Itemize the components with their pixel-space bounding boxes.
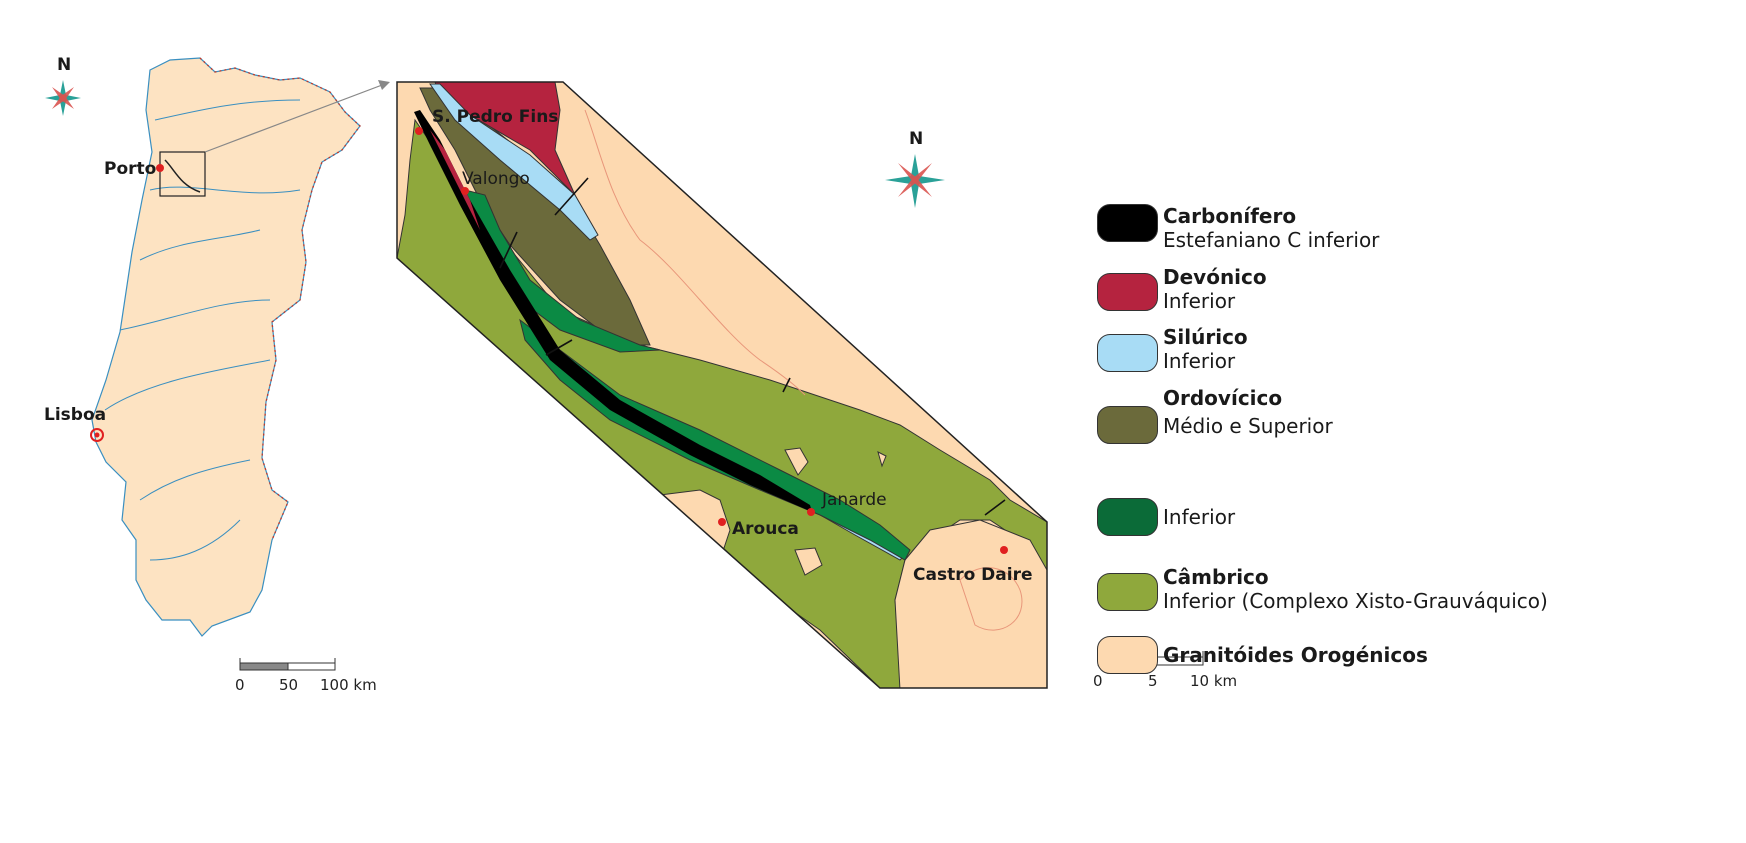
legend-sub: Inferior — [1163, 289, 1236, 313]
portugal-overview-map: Porto Lisboa N 0 50 100 km — [44, 55, 390, 694]
svg-text:50: 50 — [279, 676, 298, 694]
legend-swatch — [1097, 406, 1158, 444]
svg-text:5: 5 — [1148, 672, 1158, 690]
city-label-lisboa: Lisboa — [44, 405, 106, 425]
legend-swatch — [1097, 573, 1158, 611]
svg-text:100 km: 100 km — [320, 676, 377, 694]
legend-swatch — [1097, 204, 1158, 242]
svg-text:0: 0 — [235, 676, 245, 694]
scale-bar-overview: 0 50 100 km — [235, 658, 377, 694]
legend-swatch — [1097, 334, 1158, 372]
legend-title: Silúrico — [1163, 325, 1248, 349]
inset-arrow — [204, 84, 383, 153]
lisboa-marker — [90, 428, 104, 442]
svg-text:N: N — [909, 129, 923, 149]
legend-sub: Inferior — [1163, 505, 1236, 529]
rivers — [104, 99, 301, 561]
legend-swatch — [1097, 636, 1158, 674]
legend-title: Granitóides Orogénicos — [1163, 643, 1428, 667]
compass-rose-icon: N — [885, 129, 945, 208]
place-label-castro-daire: Castro Daire — [913, 565, 1033, 585]
place-label-valongo: Valongo — [462, 169, 530, 189]
svg-text:10 km: 10 km — [1190, 672, 1237, 690]
legend-title: Devónico — [1163, 265, 1267, 289]
legend-sub: Inferior — [1163, 349, 1236, 373]
legend-sub: Médio e Superior — [1163, 414, 1333, 438]
border-line — [199, 57, 361, 541]
legend-sub: Inferior (Complexo Xisto-Grauváquico) — [1163, 589, 1548, 613]
legend-swatch — [1097, 498, 1158, 536]
legend-title: Ordovícico — [1163, 386, 1283, 410]
legend-item-ordovicico-inferior: Inferior — [1097, 498, 1235, 536]
porto-inset-box — [159, 151, 206, 197]
map-frame — [396, 81, 1048, 689]
place-label-janarde: Janarde — [821, 490, 887, 510]
portugal-outline — [91, 57, 361, 637]
porto-marker — [156, 164, 164, 172]
legend-sub: Estefaniano C inferior — [1163, 228, 1380, 252]
legend-swatch — [1097, 273, 1158, 311]
compass-rose-icon: N — [45, 55, 81, 116]
legend-title: Câmbrico — [1163, 565, 1269, 589]
place-label-arouca: Arouca — [732, 519, 799, 539]
legend-title: Carbonífero — [1163, 204, 1297, 228]
svg-text:N: N — [57, 55, 71, 75]
legend-item-granitoides: Granitóides Orogénicos — [1097, 636, 1428, 674]
svg-text:0: 0 — [1093, 672, 1103, 690]
place-label-s-pedro-fins: S. Pedro Fins — [432, 107, 558, 127]
city-label-porto: Porto — [104, 159, 156, 179]
